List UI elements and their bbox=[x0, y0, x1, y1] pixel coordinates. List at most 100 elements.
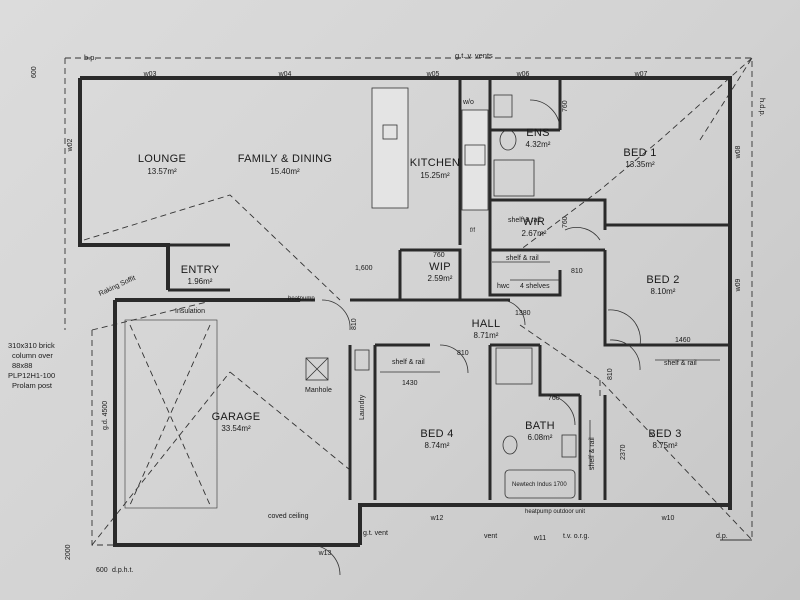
room-bed4-label: BED 4 bbox=[420, 428, 453, 440]
svg-text:600: 600 bbox=[31, 66, 38, 78]
shelf-rail-bath-label: shelf & rail bbox=[589, 437, 596, 470]
svg-text:88x88: 88x88 bbox=[12, 361, 32, 370]
dimensions: 600 760 760 760 810 810 810 810 1,600 13… bbox=[31, 66, 691, 574]
window-label: w10 bbox=[661, 515, 675, 522]
svg-text:Prolam post: Prolam post bbox=[12, 381, 53, 390]
svg-text:760: 760 bbox=[548, 395, 560, 402]
room-ens-label: ENS bbox=[526, 127, 550, 139]
coved-ceiling-label: coved ceiling bbox=[268, 513, 309, 520]
window-label: w02 bbox=[67, 138, 74, 152]
svg-text:810: 810 bbox=[351, 318, 358, 330]
svg-text:810: 810 bbox=[457, 350, 469, 357]
shelving bbox=[380, 261, 720, 470]
room-wip-area: 2.59m² bbox=[428, 274, 453, 283]
svg-text:PLP12H1-100: PLP12H1-100 bbox=[8, 371, 55, 380]
svg-text:600: 600 bbox=[96, 567, 108, 574]
svg-text:1460: 1460 bbox=[675, 337, 691, 344]
raking-soffit-label: Raking Soffit bbox=[98, 275, 137, 298]
window-label: w03 bbox=[143, 71, 157, 78]
room-bath-area: 6.08m² bbox=[528, 433, 553, 442]
manhole-label: Manhole bbox=[305, 387, 332, 394]
room-wip-label: WIP bbox=[429, 261, 451, 273]
svg-text:760: 760 bbox=[433, 252, 445, 259]
svg-text:810: 810 bbox=[607, 368, 614, 380]
room-bed1-area: 13.35m² bbox=[625, 160, 655, 169]
shelf-rail-bed4-label: shelf & rail bbox=[392, 359, 425, 366]
heatpump-outdoor-label: heatpump outdoor unit bbox=[525, 509, 585, 515]
bp-label: b.p. bbox=[84, 53, 97, 62]
kitchen-island bbox=[371, 87, 409, 209]
window-label: w08 bbox=[735, 145, 742, 159]
interior-walls bbox=[168, 78, 730, 500]
room-bed4-area: 8.74m² bbox=[425, 441, 450, 450]
dpht-label: d.p.h.t. bbox=[112, 567, 133, 574]
laundry-label: Laundry bbox=[359, 394, 366, 420]
bathtub-icon bbox=[504, 469, 576, 499]
room-family-area: 15.40m² bbox=[270, 167, 300, 176]
shelf-rail-wip-label: shelf & rail bbox=[506, 255, 539, 262]
room-hall-label: HALL bbox=[472, 318, 501, 330]
sink-icon bbox=[464, 144, 486, 166]
room-bed2-area: 8.10m² bbox=[651, 287, 676, 296]
svg-text:810: 810 bbox=[571, 268, 583, 275]
insulation-label: Insulation bbox=[175, 308, 205, 315]
vent-label: vent bbox=[484, 533, 497, 540]
window-label: w07 bbox=[634, 71, 648, 78]
heatpump-label: heatpump bbox=[288, 296, 315, 302]
window-label: w12 bbox=[430, 515, 444, 522]
room-wir-label: WIR bbox=[523, 216, 545, 228]
room-bed1-label: BED 1 bbox=[623, 147, 656, 159]
svg-text:1430: 1430 bbox=[402, 380, 418, 387]
hwc-label: hwc bbox=[497, 283, 510, 290]
svg-text:2000: 2000 bbox=[65, 544, 72, 560]
wo-label: w/o bbox=[462, 99, 474, 106]
window-label: w11 bbox=[533, 535, 546, 542]
room-bath-label: BATH bbox=[525, 420, 555, 432]
hdp-label: h.d.p. bbox=[758, 98, 767, 117]
svg-text:1,600: 1,600 bbox=[355, 265, 373, 272]
room-garage-area: 33.54m² bbox=[221, 424, 251, 433]
room-entry-area: 1.96m² bbox=[188, 277, 213, 286]
cooktop-icon bbox=[382, 124, 398, 140]
svg-text:760: 760 bbox=[562, 216, 569, 228]
room-family-label: FAMILY & DINING bbox=[238, 153, 333, 165]
gt-vents-label: g.t. v. vents bbox=[455, 51, 493, 60]
tv-org-label: t.v. o.r.g. bbox=[563, 533, 589, 540]
window-label: w05 bbox=[426, 71, 440, 78]
room-ens-area: 4.32m² bbox=[526, 140, 551, 149]
room-wir-area: 2.67m² bbox=[522, 229, 547, 238]
room-hall-area: 8.71m² bbox=[474, 331, 499, 340]
dp-label: d.p. bbox=[716, 533, 728, 540]
ff-label: f/f bbox=[470, 228, 475, 234]
four-shelves-label: 4 shelves bbox=[520, 283, 550, 290]
svg-text:column over: column over bbox=[12, 351, 53, 360]
shelf-rail-wir-label: shelf & rail bbox=[508, 217, 541, 224]
exterior-walls bbox=[78, 76, 732, 547]
kitchen-bench bbox=[461, 109, 489, 211]
room-bed3-label: BED 3 bbox=[648, 428, 681, 440]
newtech-label: Newtech Indus 1700 bbox=[512, 482, 567, 488]
manhole-icon bbox=[305, 357, 329, 381]
svg-text:760: 760 bbox=[562, 100, 569, 112]
svg-text:1380: 1380 bbox=[515, 310, 531, 317]
window-label: w04 bbox=[278, 71, 292, 78]
gt-vent-label: g.t. vent bbox=[363, 530, 388, 537]
door-swings bbox=[309, 99, 641, 576]
room-garage-label: GARAGE bbox=[212, 411, 261, 423]
shelf-rail-bed3-label: shelf & rail bbox=[664, 360, 697, 367]
room-lounge-label: LOUNGE bbox=[138, 153, 186, 165]
garage-door-cross bbox=[124, 319, 329, 509]
window-label: w06 bbox=[516, 71, 530, 78]
column-note: 310x310 brick column over 88x88 PLP12H1-… bbox=[8, 341, 55, 390]
svg-text:310x310 brick: 310x310 brick bbox=[8, 341, 55, 350]
bath-fixtures bbox=[354, 347, 577, 499]
room-lounge-area: 13.57m² bbox=[147, 167, 177, 176]
room-kitchen-label: KITCHEN bbox=[410, 157, 460, 169]
laundry-tub-icon bbox=[354, 349, 370, 371]
garage-door-label: g.d. 4500 bbox=[102, 401, 109, 430]
window-label: w09 bbox=[735, 278, 742, 292]
room-entry-label: ENTRY bbox=[181, 264, 220, 276]
room-bed2-label: BED 2 bbox=[646, 274, 679, 286]
room-bed3-area: 8.75m² bbox=[653, 441, 678, 450]
